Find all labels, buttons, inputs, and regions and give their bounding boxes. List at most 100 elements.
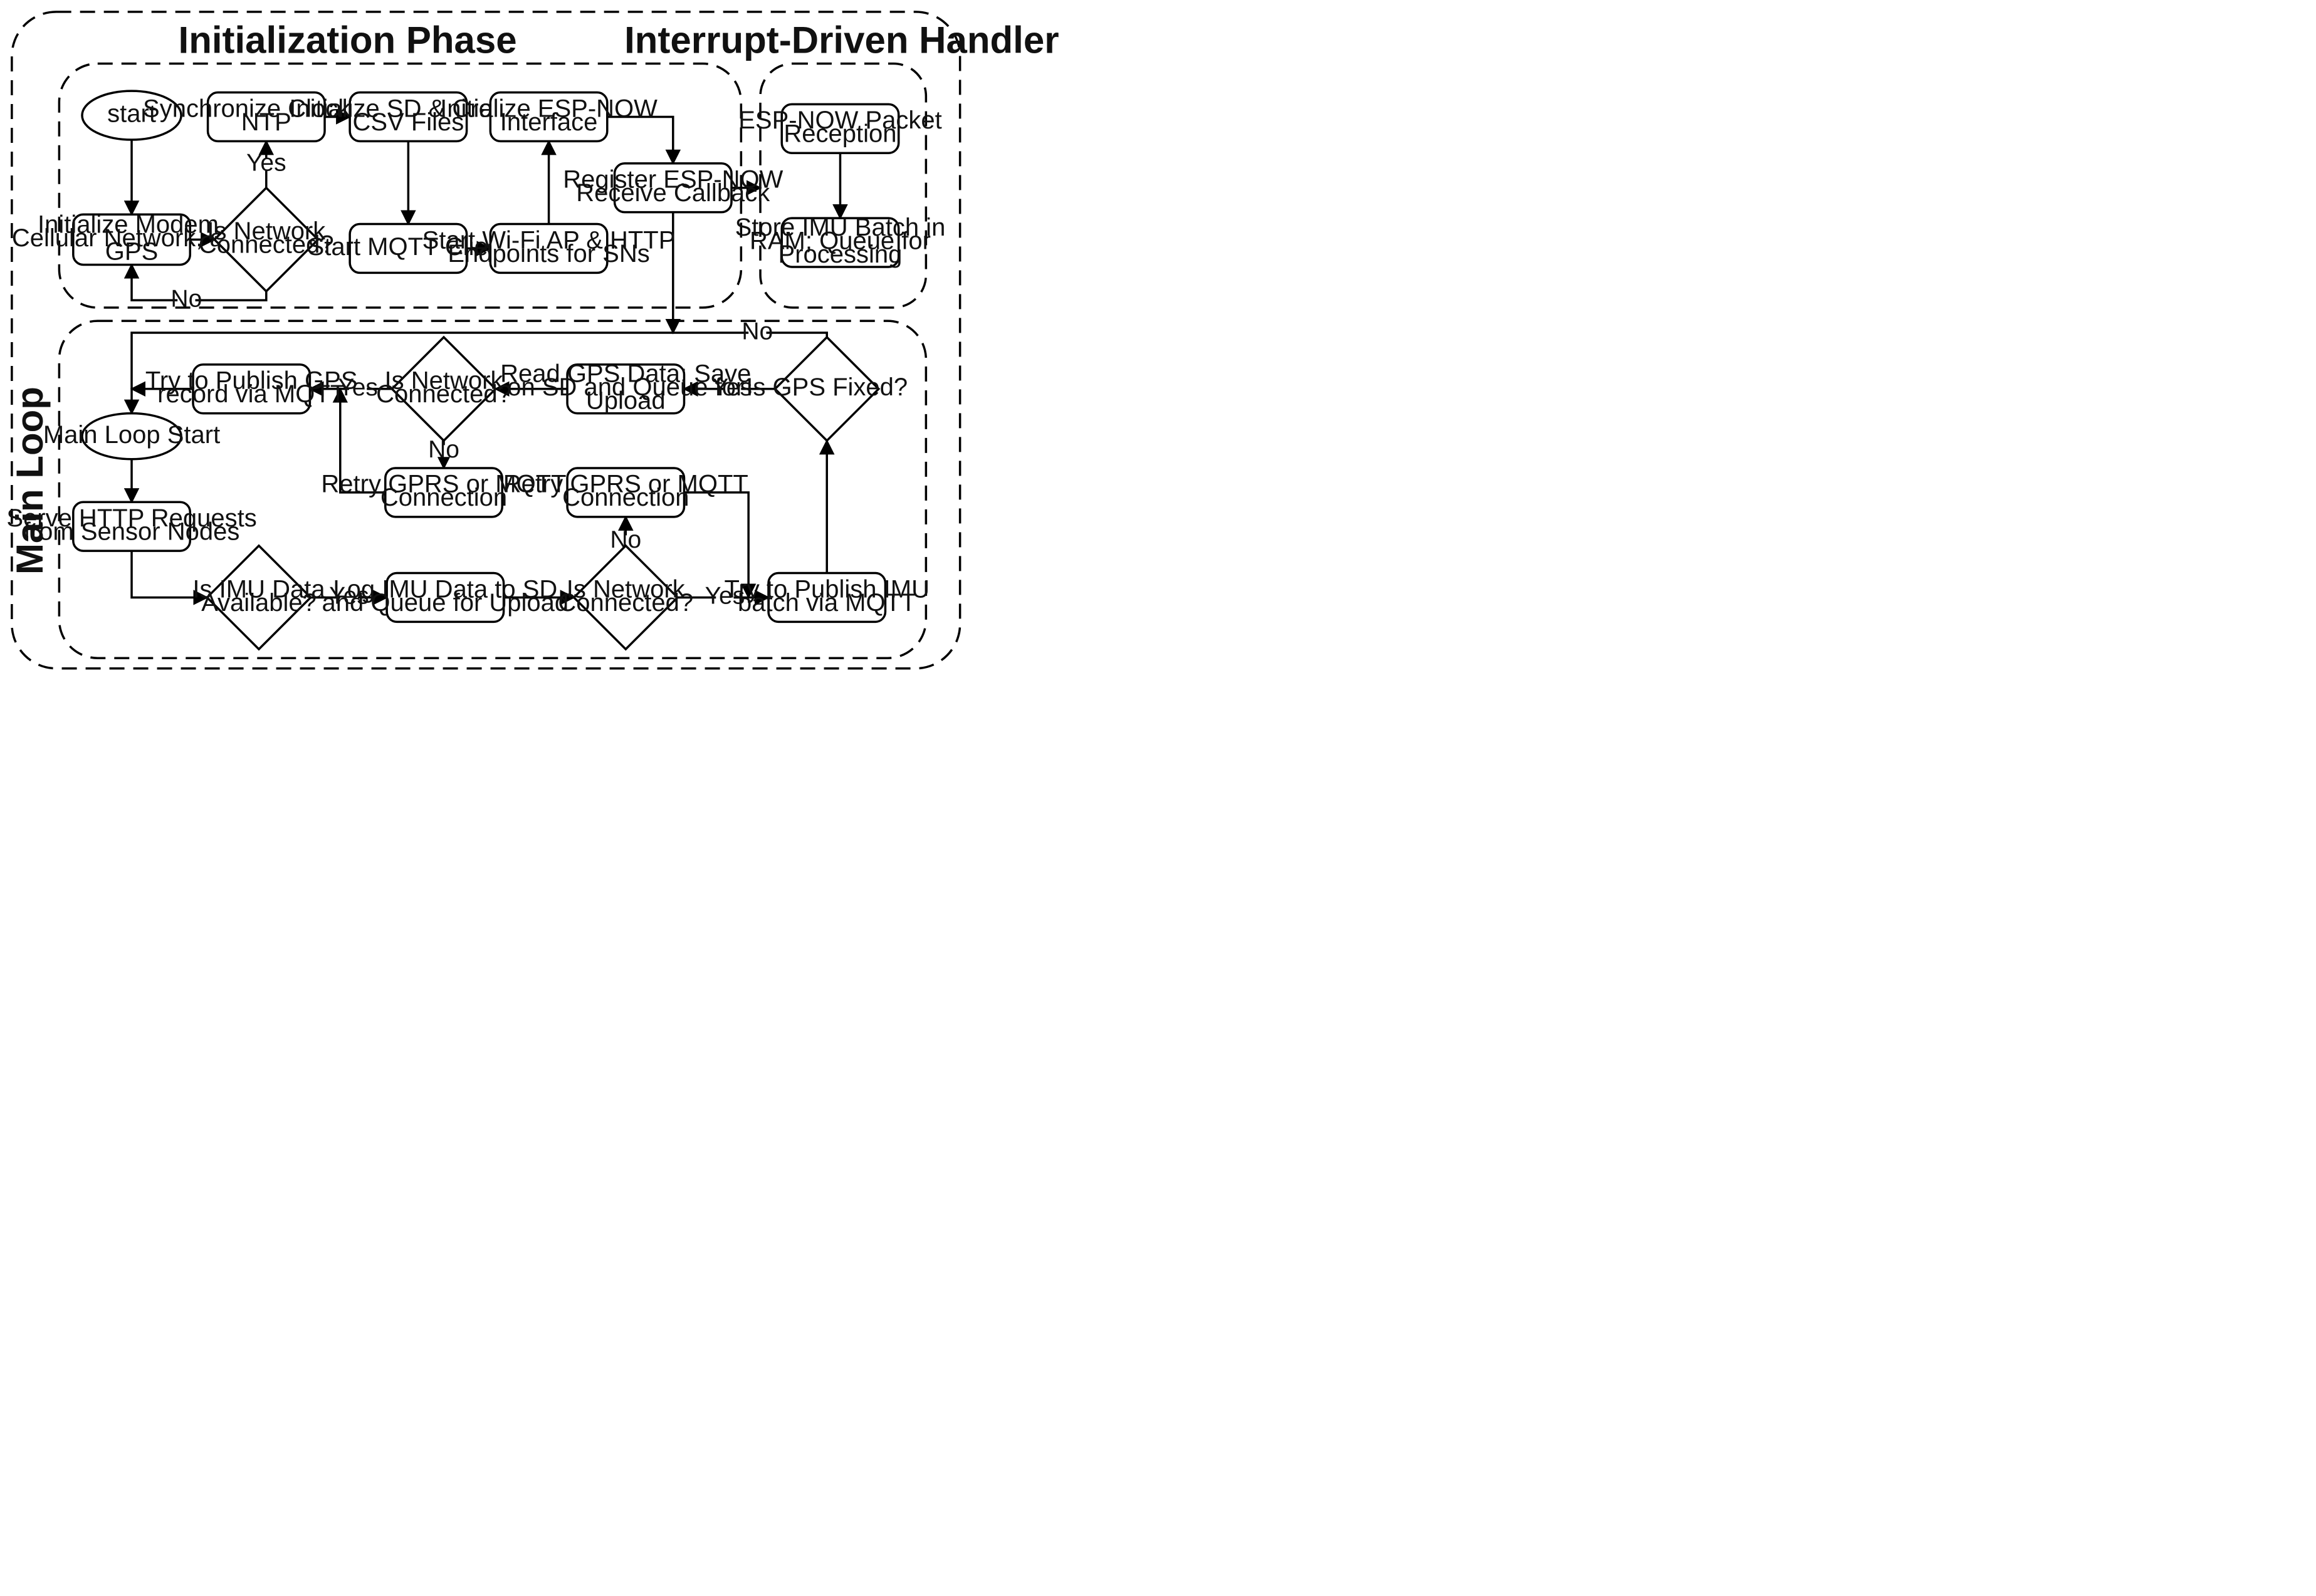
process-box xyxy=(613,162,733,214)
node-label: Is IMU Data xyxy=(192,575,325,603)
node-label: Receive Callback xyxy=(576,179,770,207)
edge-serve-http-to-imu-check xyxy=(130,551,209,605)
process-box xyxy=(489,222,609,274)
node-label: Main Loop Start xyxy=(43,421,220,449)
node-label: Initialize Modem, xyxy=(38,211,226,238)
node-label: Is Network xyxy=(385,367,504,394)
edge-net-check-no-to-init-modem xyxy=(123,263,268,301)
edge-label-net-imu-yes: Yes xyxy=(705,583,745,610)
node-label: Log IMU Data to SD xyxy=(333,575,557,603)
outer-container xyxy=(11,11,962,670)
edge-label-text: Yes xyxy=(329,583,369,610)
interrupt-handler-group xyxy=(759,62,928,309)
edge-label-gps-no: No xyxy=(741,318,773,345)
decision-diamond xyxy=(390,335,498,442)
node-gps-check: Is GPS Fixed? xyxy=(746,335,908,442)
node-label: GPS xyxy=(105,237,158,265)
edge-label-background xyxy=(177,294,196,306)
edge-label-text: Yes xyxy=(705,583,745,610)
process-box xyxy=(384,467,503,518)
main-loop-group xyxy=(58,320,928,659)
terminal-ellipse xyxy=(81,412,182,461)
node-label: Is GPS Fixed? xyxy=(746,373,908,401)
process-box xyxy=(72,501,192,552)
node-label: Interface xyxy=(500,108,598,136)
edge-retry-gps-to-publish-gps xyxy=(332,387,385,494)
main-loop-title: Main Loop xyxy=(9,387,51,575)
node-label: on SD and Queue for xyxy=(507,373,744,401)
node-label: Initialize SD & Create xyxy=(289,95,527,122)
edge-label-background xyxy=(348,383,367,395)
edge-label-init-yes: Yes xyxy=(246,149,286,176)
edge-label-text: Yes xyxy=(246,149,286,176)
edge-label-background xyxy=(340,592,359,603)
edge-label-init-no: No xyxy=(170,285,202,312)
decision-diamond xyxy=(572,544,679,651)
node-label: Available? xyxy=(201,589,317,617)
process-box xyxy=(780,103,900,155)
decision-diamond xyxy=(205,544,313,651)
node-label: Reception xyxy=(783,120,896,148)
node-label: Connection xyxy=(380,484,507,511)
node-label: Is Network xyxy=(567,575,686,603)
node-start-mqtt: Start MQTT Client xyxy=(308,222,509,274)
edge-label-text: No xyxy=(170,285,202,312)
node-label: record via MQTT xyxy=(157,380,345,408)
process-box xyxy=(566,467,686,518)
edge-label-background xyxy=(617,535,635,548)
node-label: NTP xyxy=(241,108,291,136)
process-box xyxy=(348,222,468,274)
process-box xyxy=(780,217,900,268)
node-label: Cellular Network, and xyxy=(12,224,251,252)
node-main-start: Main Loop Start xyxy=(43,412,220,461)
node-label: Store IMU Batch in xyxy=(735,214,946,241)
node-label: ESP-NOW Packet xyxy=(738,107,942,134)
edge-init-espnow-to-register-cb xyxy=(607,115,681,165)
edge-label-text: Yes xyxy=(338,374,378,401)
node-label: Register ESP-NOW xyxy=(563,166,783,194)
node-label: Serve HTTP Requests xyxy=(6,504,256,532)
edge-label-text: No xyxy=(741,318,773,345)
edge-gps-no-to-main-loop xyxy=(123,331,828,415)
node-label: and Queue for Upload xyxy=(322,589,569,617)
node-label: batch via MQTT xyxy=(738,589,916,617)
node-label: Is Network xyxy=(207,217,326,245)
node-label: CSV Files xyxy=(352,108,464,136)
node-label: Connected? xyxy=(376,380,511,408)
node-label: Start Wi-Fi AP & HTTP xyxy=(422,226,676,254)
node-init-modem: Initialize Modem,Cellular Network, andGP… xyxy=(12,211,251,266)
node-label: start xyxy=(107,100,156,128)
node-label: Connected? xyxy=(199,231,334,259)
decision-diamond xyxy=(773,335,881,442)
node-label: Connection xyxy=(562,484,689,511)
process-box xyxy=(385,571,505,623)
node-label: from Sensor Nodes xyxy=(24,518,240,545)
node-label: Upload xyxy=(586,387,666,415)
edge-label-gps-yes: Yes xyxy=(712,374,752,401)
node-label: RAM; Queue for xyxy=(750,227,931,255)
node-label: Retry GPRS or MQTT xyxy=(321,471,566,498)
edge-label-imu-yes: Yes xyxy=(329,583,369,610)
process-box xyxy=(767,571,887,623)
node-label: Endpoints for SNs xyxy=(448,240,649,268)
node-label: Connected? xyxy=(558,589,693,617)
process-box xyxy=(206,91,326,143)
process-box xyxy=(192,363,312,415)
edge-retry-imu-to-publish-imu xyxy=(684,491,757,599)
node-label: Processing xyxy=(778,241,903,268)
node-label: Try to Publish GPS xyxy=(145,367,358,394)
